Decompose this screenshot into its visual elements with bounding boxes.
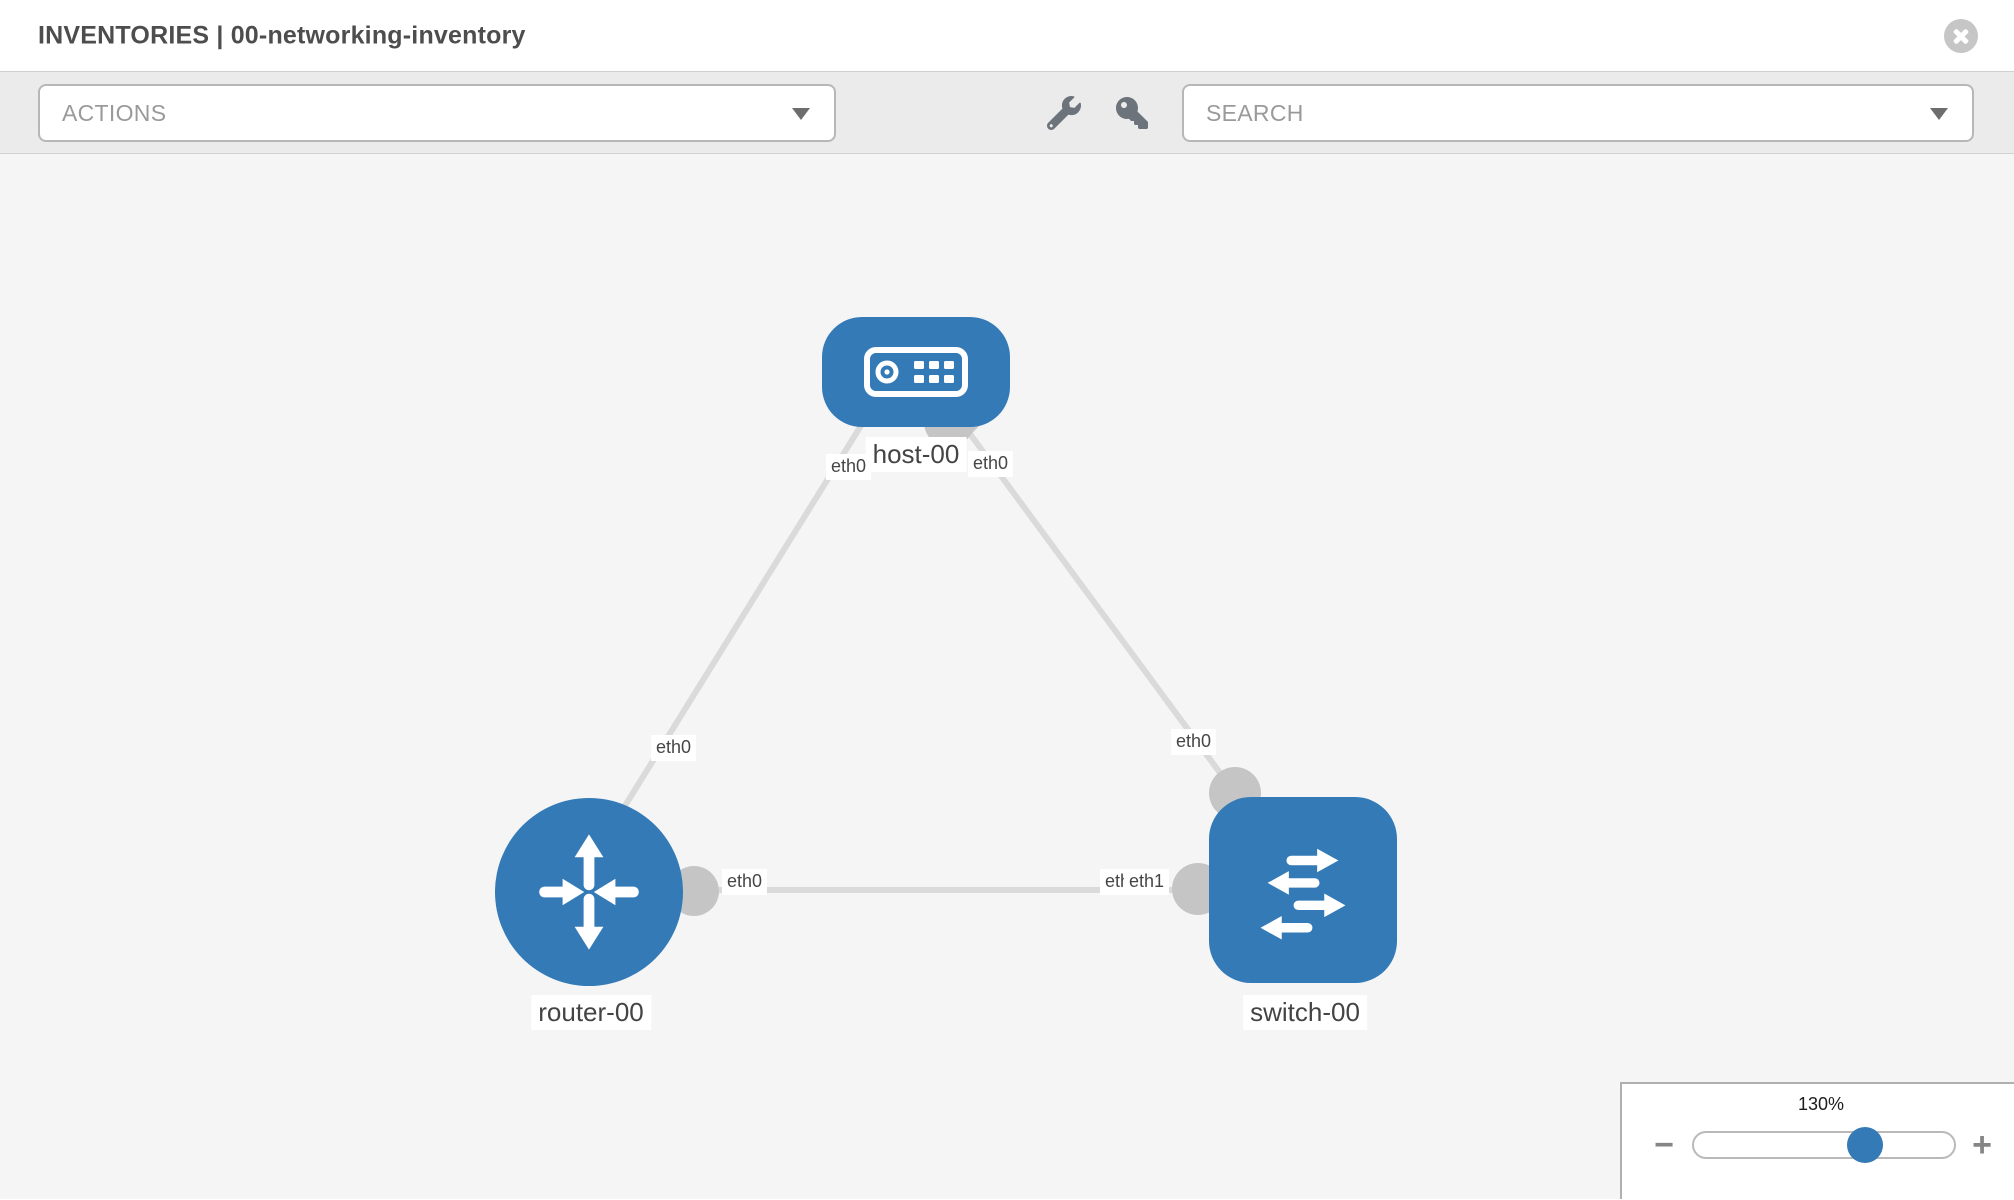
header: INVENTORIES | 00-networking-inventory xyxy=(0,0,2014,72)
host-icon xyxy=(864,347,968,397)
interface-label-host-router-eth0: eth0 xyxy=(826,454,872,480)
chevron-down-icon xyxy=(792,108,810,120)
interface-label-router-eth0: eth0 xyxy=(722,869,768,895)
node-label-host-00: host-00 xyxy=(865,437,967,472)
search-dropdown-label: SEARCH xyxy=(1206,99,1304,126)
chevron-down-icon xyxy=(1930,108,1948,120)
node-host-00[interactable] xyxy=(822,317,1010,427)
interface-label-host-switch-eth0: eth0 xyxy=(968,451,1014,477)
close-icon[interactable] xyxy=(1944,19,1978,53)
topology-links-layer xyxy=(600,393,1300,916)
toolbar: ACTIONS SEARCH xyxy=(0,72,2014,154)
node-label-switch-00: switch-00 xyxy=(1243,995,1367,1030)
zoom-control-panel: 130% − + xyxy=(1620,1082,2014,1199)
router-icon xyxy=(539,834,639,950)
switch-icon xyxy=(1260,848,1346,940)
wrench-icon[interactable] xyxy=(1044,93,1084,133)
topology-canvas[interactable]: host-00 router-00 switch-00 eth0 eth0 et… xyxy=(0,154,2014,1199)
node-label-router-00: router-00 xyxy=(531,995,651,1030)
search-dropdown[interactable]: SEARCH xyxy=(1182,84,1974,142)
zoom-slider-track[interactable] xyxy=(1692,1127,1956,1163)
node-router-00[interactable] xyxy=(495,798,683,986)
key-icon[interactable] xyxy=(1112,93,1152,133)
zoom-out-button[interactable]: − xyxy=(1654,1126,1674,1164)
zoom-level-value: 130% xyxy=(1797,1094,1845,1114)
interface-label-switch-eth0-uplink: eth0 xyxy=(1171,729,1217,755)
zoom-slider-handle[interactable] xyxy=(1847,1127,1883,1163)
interface-label-router-eth0-uplink: eth0 xyxy=(651,735,697,761)
interface-label-switch-eth1: eth1 xyxy=(1124,869,1170,895)
zoom-in-button[interactable]: + xyxy=(1972,1126,1992,1164)
actions-dropdown-label: ACTIONS xyxy=(62,99,167,126)
page-title: INVENTORIES | 00-networking-inventory xyxy=(38,21,526,49)
actions-dropdown[interactable]: ACTIONS xyxy=(38,84,836,142)
node-switch-00[interactable] xyxy=(1209,797,1397,983)
